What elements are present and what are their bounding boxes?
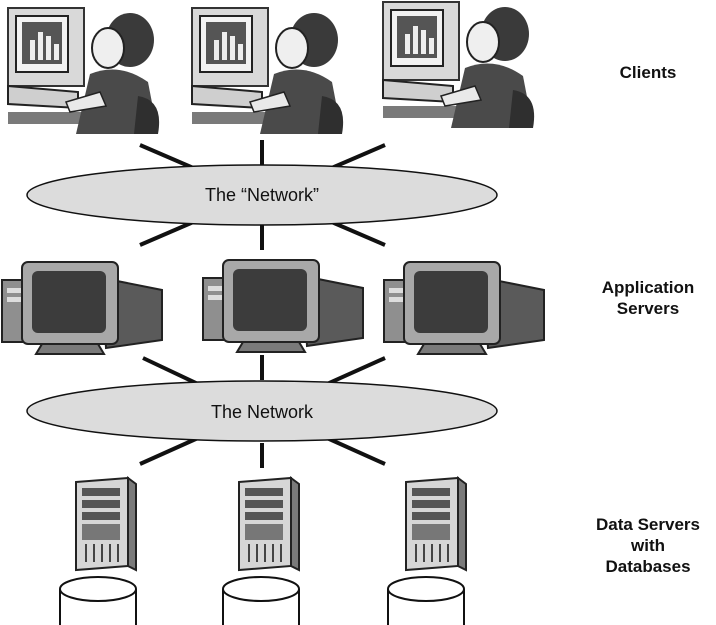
database-icon <box>387 576 465 625</box>
lower-network-links <box>139 355 386 468</box>
app-server-icon <box>383 261 545 355</box>
tier-label-line: Databases <box>605 557 691 576</box>
app-server-icon <box>1 261 163 355</box>
network-top: The “Network” <box>26 164 498 226</box>
client-icon <box>191 7 345 135</box>
client-icon <box>7 7 161 135</box>
tier-label-line: Application <box>601 278 695 297</box>
tier-label-line: Clients <box>619 63 677 82</box>
tier-label-data-servers: Data Servers with Databases <box>578 514 716 577</box>
database-icon <box>222 576 300 625</box>
data-server-icon <box>75 477 137 571</box>
data-server-icon <box>405 477 467 571</box>
tier-label-clients: Clients <box>578 62 716 83</box>
network-top-ellipse <box>26 164 498 226</box>
database-icon <box>59 576 137 625</box>
app-server-row <box>1 259 545 355</box>
data-server-icon <box>238 477 300 571</box>
tier-label-line: Servers <box>616 299 680 318</box>
database-row <box>59 576 465 625</box>
tier-label-line: with <box>631 536 665 555</box>
tier-label-line: Data Servers <box>596 515 700 534</box>
network-bottom-ellipse <box>26 380 498 442</box>
tier-label-application-servers: Application Servers <box>578 277 716 319</box>
network-bottom-label: The Network <box>211 402 314 422</box>
client-icon <box>382 1 536 129</box>
app-server-icon <box>202 259 364 353</box>
data-server-row <box>75 477 467 571</box>
network-bottom: The Network <box>26 380 498 442</box>
client-row <box>7 1 536 135</box>
network-top-label: The “Network” <box>205 185 319 205</box>
